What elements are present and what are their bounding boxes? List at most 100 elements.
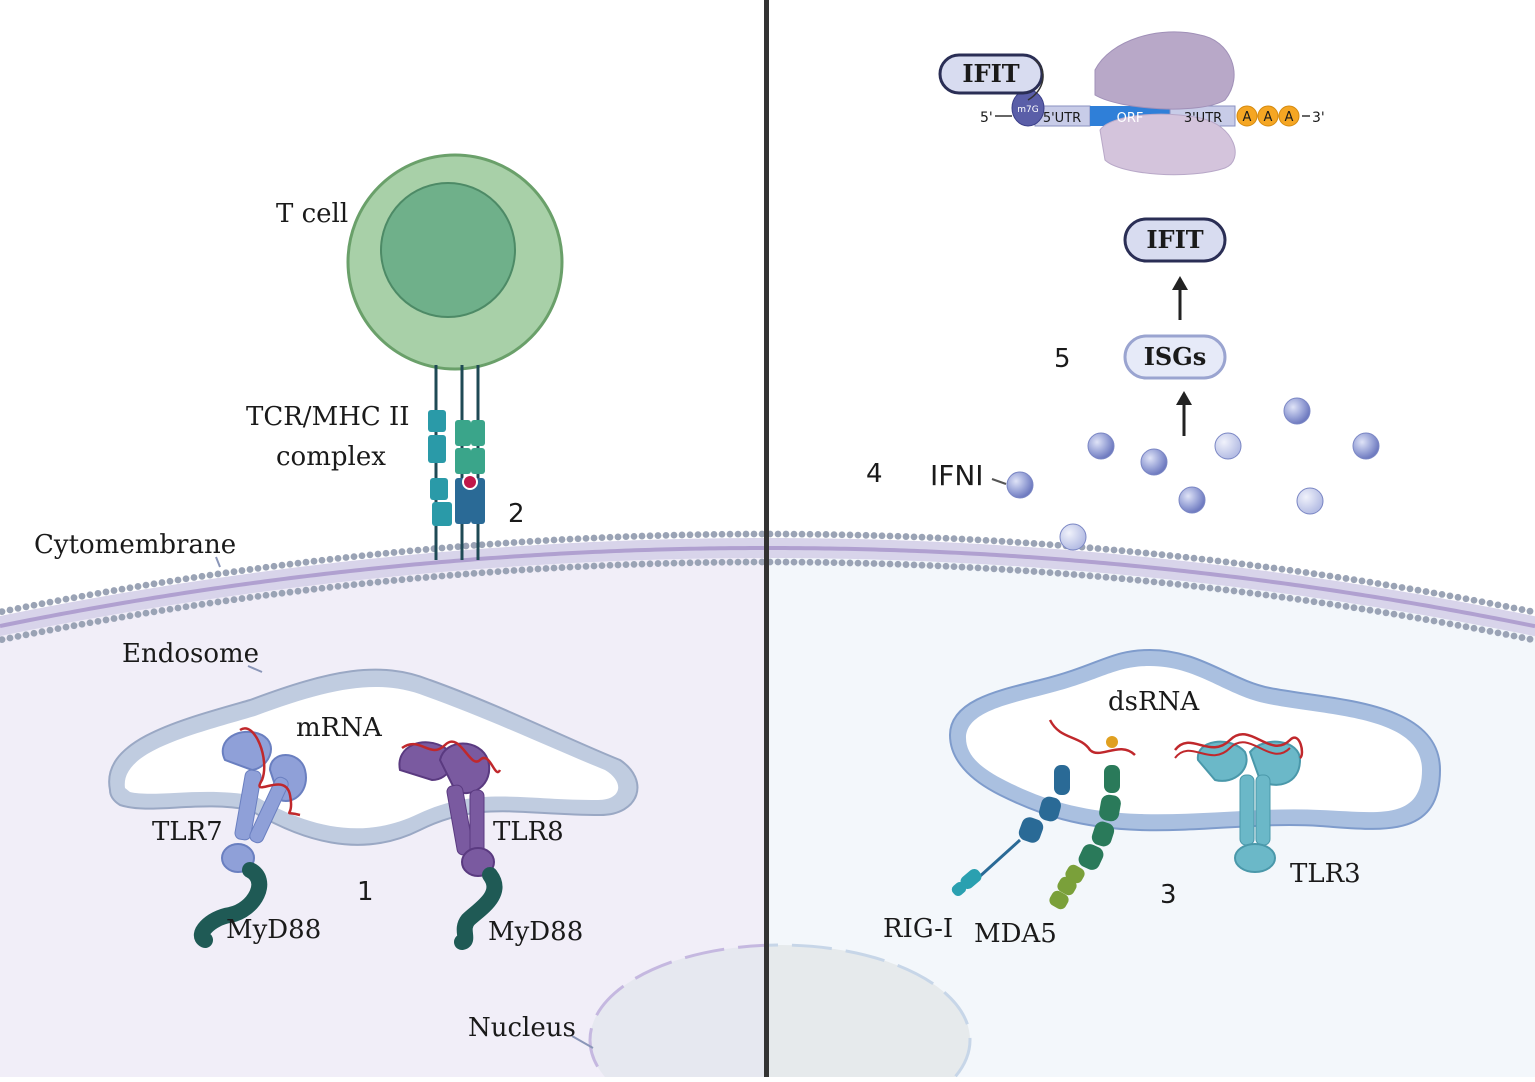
lipid-head <box>1486 599 1494 607</box>
lipid-head <box>518 538 526 546</box>
lipid-head <box>166 605 174 613</box>
lipid-head <box>526 538 534 545</box>
lipid-head <box>1510 604 1518 612</box>
step-3-label: 3 <box>1160 880 1177 910</box>
lipid-head <box>366 579 374 587</box>
ifn-sphere <box>1059 523 1087 551</box>
lipid-head <box>838 559 846 567</box>
lipid-head <box>1310 570 1318 578</box>
lipid-head <box>854 531 862 539</box>
lipid-head <box>126 612 134 620</box>
lipid-head <box>1286 594 1294 602</box>
lipid-head <box>910 561 918 569</box>
lipid-head <box>110 587 118 594</box>
lipid-head <box>870 560 878 567</box>
lipid-head <box>142 609 150 617</box>
isgs-label: ISGs <box>1144 342 1207 371</box>
lipid-head <box>1030 568 1038 575</box>
poly-a-letter: A <box>1264 110 1273 125</box>
lipid-head <box>558 564 566 571</box>
lipid-head <box>198 572 206 580</box>
lipid-head <box>1454 621 1462 629</box>
lipid-head <box>1294 595 1302 603</box>
lipid-head <box>566 535 574 543</box>
lipid-head <box>118 585 126 593</box>
lipid-head <box>1014 538 1022 546</box>
lipid-head <box>374 578 382 586</box>
lipid-head <box>302 586 310 594</box>
lipid-head <box>750 558 758 566</box>
lipid-head <box>318 556 326 564</box>
lipid-head <box>1094 545 1102 552</box>
lipid-head <box>230 596 238 604</box>
lipid-head <box>1238 560 1246 568</box>
lipid-head <box>46 598 54 606</box>
lipid-head <box>1150 578 1158 586</box>
lipid-head <box>878 532 886 540</box>
lipid-head <box>598 562 606 570</box>
lipid-head <box>414 574 422 582</box>
lipid-head <box>286 588 294 596</box>
lipid-head <box>494 568 502 575</box>
lipid-head <box>0 636 6 643</box>
lipid-head <box>1182 581 1190 589</box>
lipid-head <box>550 536 558 544</box>
lipid-head <box>1254 562 1262 570</box>
ifn-sphere <box>1140 448 1168 476</box>
lipid-head <box>582 534 590 542</box>
lipid-head <box>358 580 366 588</box>
lipid-head <box>22 631 30 639</box>
lipid-head <box>1278 593 1286 601</box>
lipid-head <box>1230 559 1238 567</box>
lipid-head <box>1062 570 1070 578</box>
lipid-head <box>230 568 238 576</box>
lipid-head <box>422 574 430 581</box>
lipid-head <box>214 570 222 578</box>
lipid-head <box>806 530 814 538</box>
lipid-head <box>1022 539 1030 547</box>
step-2-label: 2 <box>508 499 525 529</box>
lipid-head <box>246 566 254 573</box>
lipid-head <box>614 561 622 569</box>
lipid-head <box>414 546 422 554</box>
lipid-head <box>1390 610 1398 618</box>
lipid-head <box>694 531 702 539</box>
lipid-head <box>1478 598 1486 606</box>
lipid-head <box>454 543 462 551</box>
lipid-head <box>1006 566 1014 574</box>
lipid-head <box>1126 576 1134 583</box>
lipid-head <box>942 562 950 570</box>
lipid-head <box>374 550 382 558</box>
arrow-ifn-to-isgs <box>1176 391 1192 436</box>
lipid-head <box>598 534 606 542</box>
lipid-head <box>910 533 918 541</box>
lipid-head <box>1334 573 1342 581</box>
lipid-head <box>1046 541 1054 549</box>
lipid-head <box>270 562 278 570</box>
lipid-head <box>1414 614 1422 622</box>
lipid-head <box>974 536 982 544</box>
lipid-head <box>950 535 958 543</box>
lipid-head <box>294 587 302 595</box>
lipid-head <box>1094 573 1102 580</box>
lipid-head <box>1518 634 1526 641</box>
tlr7-receptor <box>193 727 307 948</box>
lipid-head <box>454 571 462 579</box>
t-cell <box>346 153 564 371</box>
lipid-head <box>398 576 406 584</box>
lipid-head <box>1438 591 1446 598</box>
lipid-head <box>102 588 110 596</box>
mrna-translation <box>938 31 1310 176</box>
lipid-head <box>462 542 470 550</box>
lipid-head <box>1022 567 1030 575</box>
lipid-head <box>30 601 38 609</box>
orf-label: ORF <box>1117 111 1144 126</box>
poly-a-letter: A <box>1285 110 1294 125</box>
lipid-head <box>78 620 86 628</box>
lipid-head <box>438 572 446 580</box>
lipid-head <box>1494 601 1502 609</box>
lipid-head <box>406 547 414 555</box>
poly-a-bead <box>1278 105 1300 127</box>
step-5-label: 5 <box>1054 344 1071 374</box>
lipid-head <box>1110 546 1118 554</box>
